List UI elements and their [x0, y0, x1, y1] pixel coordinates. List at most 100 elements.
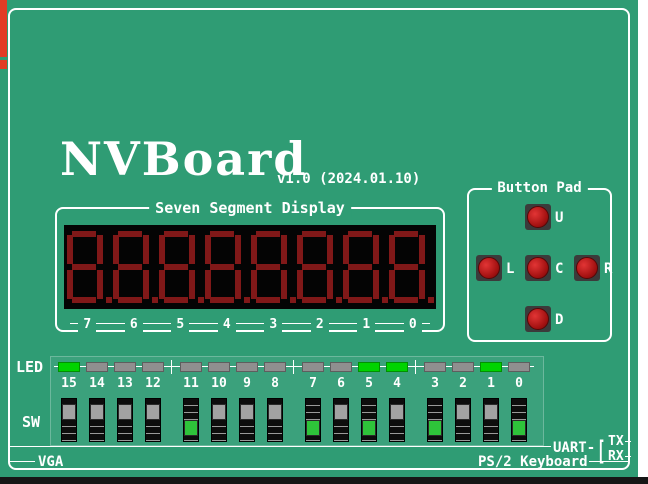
button-left[interactable]	[476, 255, 502, 281]
button-pad-section: Button Pad U L C R D	[467, 180, 612, 342]
uart-rx-tick	[625, 456, 631, 457]
seven-segment-digit-7	[66, 231, 112, 303]
switch-13[interactable]	[114, 398, 136, 442]
switch-6[interactable]	[330, 398, 352, 442]
led-3	[424, 362, 446, 372]
button-left-label: L	[506, 261, 515, 277]
digit-index-label: 7	[78, 317, 97, 332]
bottom-black-strip	[0, 477, 648, 484]
segment-a-icon	[118, 231, 142, 237]
led-15	[58, 362, 80, 372]
segment-g-icon	[256, 264, 280, 270]
seven-segment-digit-6	[112, 231, 158, 303]
switch-4[interactable]	[386, 398, 408, 442]
segment-c-icon	[189, 270, 195, 299]
switch-10[interactable]	[208, 398, 230, 442]
digit-index-label: 6	[124, 317, 143, 332]
uart-tx-tick	[625, 441, 631, 442]
led-7	[302, 362, 324, 372]
switch-group-spacer	[292, 398, 296, 442]
segment-b-icon	[373, 235, 379, 264]
uart-rx-label: RX	[608, 449, 624, 464]
segment-f-icon	[343, 235, 349, 264]
switch-1[interactable]	[480, 398, 502, 442]
segment-e-icon	[251, 270, 257, 299]
segment-c-icon	[373, 270, 379, 299]
led-8	[264, 362, 286, 372]
led-4	[386, 362, 408, 372]
segment-g-icon	[118, 264, 142, 270]
ps2-keyboard-label: PS/2 Keyboard	[478, 454, 588, 470]
left-edge-red-bar	[0, 0, 7, 57]
seven-segment-label: Seven Segment Display	[149, 199, 351, 217]
switch-0[interactable]	[508, 398, 530, 442]
segment-a-icon	[164, 231, 188, 237]
digit-index-label: 1	[357, 317, 376, 332]
digit-index-label: 0	[403, 317, 422, 332]
index-group-spacer	[414, 376, 418, 391]
button-center[interactable]	[525, 255, 551, 281]
segment-d-icon	[210, 297, 234, 303]
switch-12[interactable]	[142, 398, 164, 442]
segment-a-icon	[302, 231, 326, 237]
digit-index-5: 5	[157, 315, 204, 332]
switch-7[interactable]	[302, 398, 324, 442]
switch-handle	[428, 420, 442, 436]
led-11	[180, 362, 202, 372]
led-9	[236, 362, 258, 372]
button-up[interactable]	[525, 204, 551, 230]
led-index-8: 8	[271, 376, 279, 391]
switch-handle	[484, 404, 498, 420]
uart-bracket: [	[597, 437, 606, 468]
uart-tx-label: TX	[608, 434, 624, 449]
switch-2[interactable]	[452, 398, 474, 442]
switch-handle	[90, 404, 104, 420]
seven-segment-digit-5	[158, 231, 204, 303]
digit-index-label: 4	[217, 317, 236, 332]
led-index-12: 12	[145, 376, 161, 391]
button-down[interactable]	[525, 306, 551, 332]
segment-e-icon	[389, 270, 395, 299]
led-index-2: 2	[459, 376, 467, 391]
switch-handle	[306, 420, 320, 436]
switch-5[interactable]	[358, 398, 380, 442]
segment-a-icon	[72, 231, 96, 237]
seven-segment-display	[64, 225, 436, 309]
digit-index-label: 2	[310, 317, 329, 332]
button-pad-label: Button Pad	[491, 180, 588, 196]
digit-index-7: 7	[64, 315, 111, 332]
segment-a-icon	[256, 231, 280, 237]
segment-e-icon	[113, 270, 119, 299]
index-group-spacer	[170, 376, 174, 391]
seven-segment-digit-0	[388, 231, 434, 303]
decimal-point-icon	[290, 297, 296, 303]
button-right[interactable]	[574, 255, 600, 281]
board-version: v1.0 (2024.01.10)	[277, 171, 421, 187]
segment-c-icon	[235, 270, 241, 299]
switch-14[interactable]	[86, 398, 108, 442]
segment-f-icon	[251, 235, 257, 264]
segment-g-icon	[72, 264, 96, 270]
switch-15[interactable]	[58, 398, 80, 442]
led-index-6: 6	[337, 376, 345, 391]
decimal-point-icon	[106, 297, 112, 303]
left-edge-red-mark	[0, 60, 7, 69]
switch-3[interactable]	[424, 398, 446, 442]
seven-segment-digit-2	[296, 231, 342, 303]
segment-d-icon	[256, 297, 280, 303]
switch-9[interactable]	[236, 398, 258, 442]
switch-handle	[62, 404, 76, 420]
switch-8[interactable]	[264, 398, 286, 442]
segment-f-icon	[297, 235, 303, 264]
decimal-point-icon	[336, 297, 342, 303]
switch-11[interactable]	[180, 398, 202, 442]
decimal-point-icon	[382, 297, 388, 303]
ps2-tick	[589, 461, 630, 462]
bottom-separator-line	[8, 446, 551, 447]
vga-tick	[8, 461, 35, 462]
segment-e-icon	[67, 270, 73, 299]
digit-index-4: 4	[204, 315, 251, 332]
